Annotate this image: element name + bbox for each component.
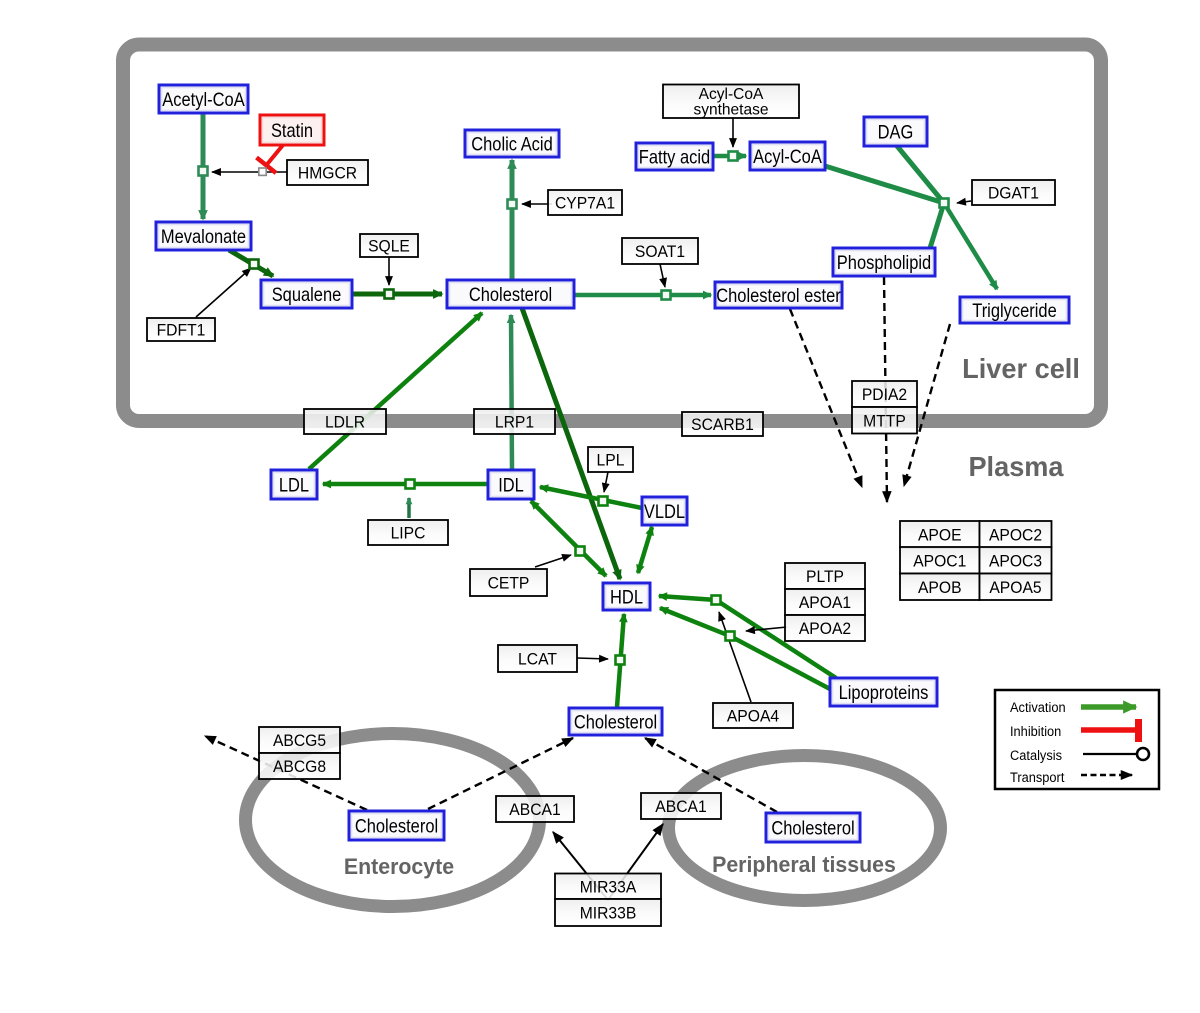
svg-text:Cholic Acid: Cholic Acid xyxy=(471,134,553,156)
svg-text:Activation: Activation xyxy=(1010,700,1066,715)
svg-text:Inhibition: Inhibition xyxy=(1010,724,1061,739)
svg-text:Cholesterol: Cholesterol xyxy=(771,818,854,840)
svg-text:Peripheral tissues: Peripheral tissues xyxy=(712,852,896,877)
svg-text:APOA1: APOA1 xyxy=(799,594,851,612)
svg-text:APOC3: APOC3 xyxy=(989,552,1042,570)
svg-text:APOA2: APOA2 xyxy=(799,620,851,638)
svg-text:synthetase: synthetase xyxy=(693,102,768,119)
svg-text:Mevalonate: Mevalonate xyxy=(161,226,246,248)
svg-text:LDL: LDL xyxy=(279,475,309,497)
svg-text:APOC1: APOC1 xyxy=(913,552,966,570)
svg-text:APOE: APOE xyxy=(918,526,962,544)
svg-text:Cholesterol: Cholesterol xyxy=(469,284,552,306)
svg-text:LCAT: LCAT xyxy=(518,651,557,669)
svg-text:Catalysis: Catalysis xyxy=(1010,748,1062,763)
svg-text:APOB: APOB xyxy=(918,579,962,597)
svg-text:Acyl-CoA: Acyl-CoA xyxy=(753,146,822,168)
svg-text:ABCG5: ABCG5 xyxy=(273,732,326,750)
svg-text:MTTP: MTTP xyxy=(863,412,906,430)
svg-text:SQLE: SQLE xyxy=(368,238,410,256)
svg-text:LRP1: LRP1 xyxy=(495,414,534,432)
svg-text:LIPC: LIPC xyxy=(391,525,426,543)
svg-text:PLTP: PLTP xyxy=(806,568,844,586)
svg-text:DGAT1: DGAT1 xyxy=(988,185,1039,203)
svg-text:Transport: Transport xyxy=(1010,770,1065,785)
svg-text:HDL: HDL xyxy=(610,587,643,609)
svg-text:FDFT1: FDFT1 xyxy=(157,322,206,340)
svg-text:HMGCR: HMGCR xyxy=(298,165,357,183)
svg-text:DAG: DAG xyxy=(878,122,914,144)
svg-text:PDIA2: PDIA2 xyxy=(862,386,907,404)
svg-text:SOAT1: SOAT1 xyxy=(635,243,685,261)
svg-text:MIR33B: MIR33B xyxy=(580,905,637,923)
svg-text:APOA5: APOA5 xyxy=(989,579,1041,597)
svg-text:Cholesterol: Cholesterol xyxy=(574,712,657,734)
svg-text:Acetyl-CoA: Acetyl-CoA xyxy=(162,89,244,111)
svg-text:Cholesterol: Cholesterol xyxy=(355,816,438,838)
svg-text:Liver cell: Liver cell xyxy=(962,353,1080,384)
svg-text:LPL: LPL xyxy=(597,452,625,470)
svg-text:Plasma: Plasma xyxy=(968,451,1064,482)
svg-text:IDL: IDL xyxy=(498,475,524,497)
svg-text:APOC2: APOC2 xyxy=(989,526,1042,544)
svg-text:ABCG8: ABCG8 xyxy=(273,758,326,776)
svg-text:CETP: CETP xyxy=(488,575,530,593)
svg-text:Enterocyte: Enterocyte xyxy=(344,854,454,879)
svg-text:Cholesterol ester: Cholesterol ester xyxy=(716,285,841,307)
svg-text:Fatty acid: Fatty acid xyxy=(639,147,710,169)
svg-text:VLDL: VLDL xyxy=(644,501,685,523)
svg-text:ABCA1: ABCA1 xyxy=(509,801,560,819)
svg-text:MIR33A: MIR33A xyxy=(580,878,637,896)
svg-text:Lipoproteins: Lipoproteins xyxy=(839,682,929,704)
svg-text:SCARB1: SCARB1 xyxy=(691,416,754,434)
svg-text:Acyl-CoA: Acyl-CoA xyxy=(699,86,764,103)
svg-text:Squalene: Squalene xyxy=(272,284,342,306)
svg-text:Phospholipid: Phospholipid xyxy=(837,252,931,274)
svg-text:LDLR: LDLR xyxy=(325,414,365,432)
svg-text:ABCA1: ABCA1 xyxy=(655,798,706,816)
svg-text:Statin: Statin xyxy=(271,120,313,142)
svg-text:Triglyceride: Triglyceride xyxy=(972,300,1057,322)
svg-text:APOA4: APOA4 xyxy=(727,708,779,726)
svg-text:CYP7A1: CYP7A1 xyxy=(555,195,615,213)
